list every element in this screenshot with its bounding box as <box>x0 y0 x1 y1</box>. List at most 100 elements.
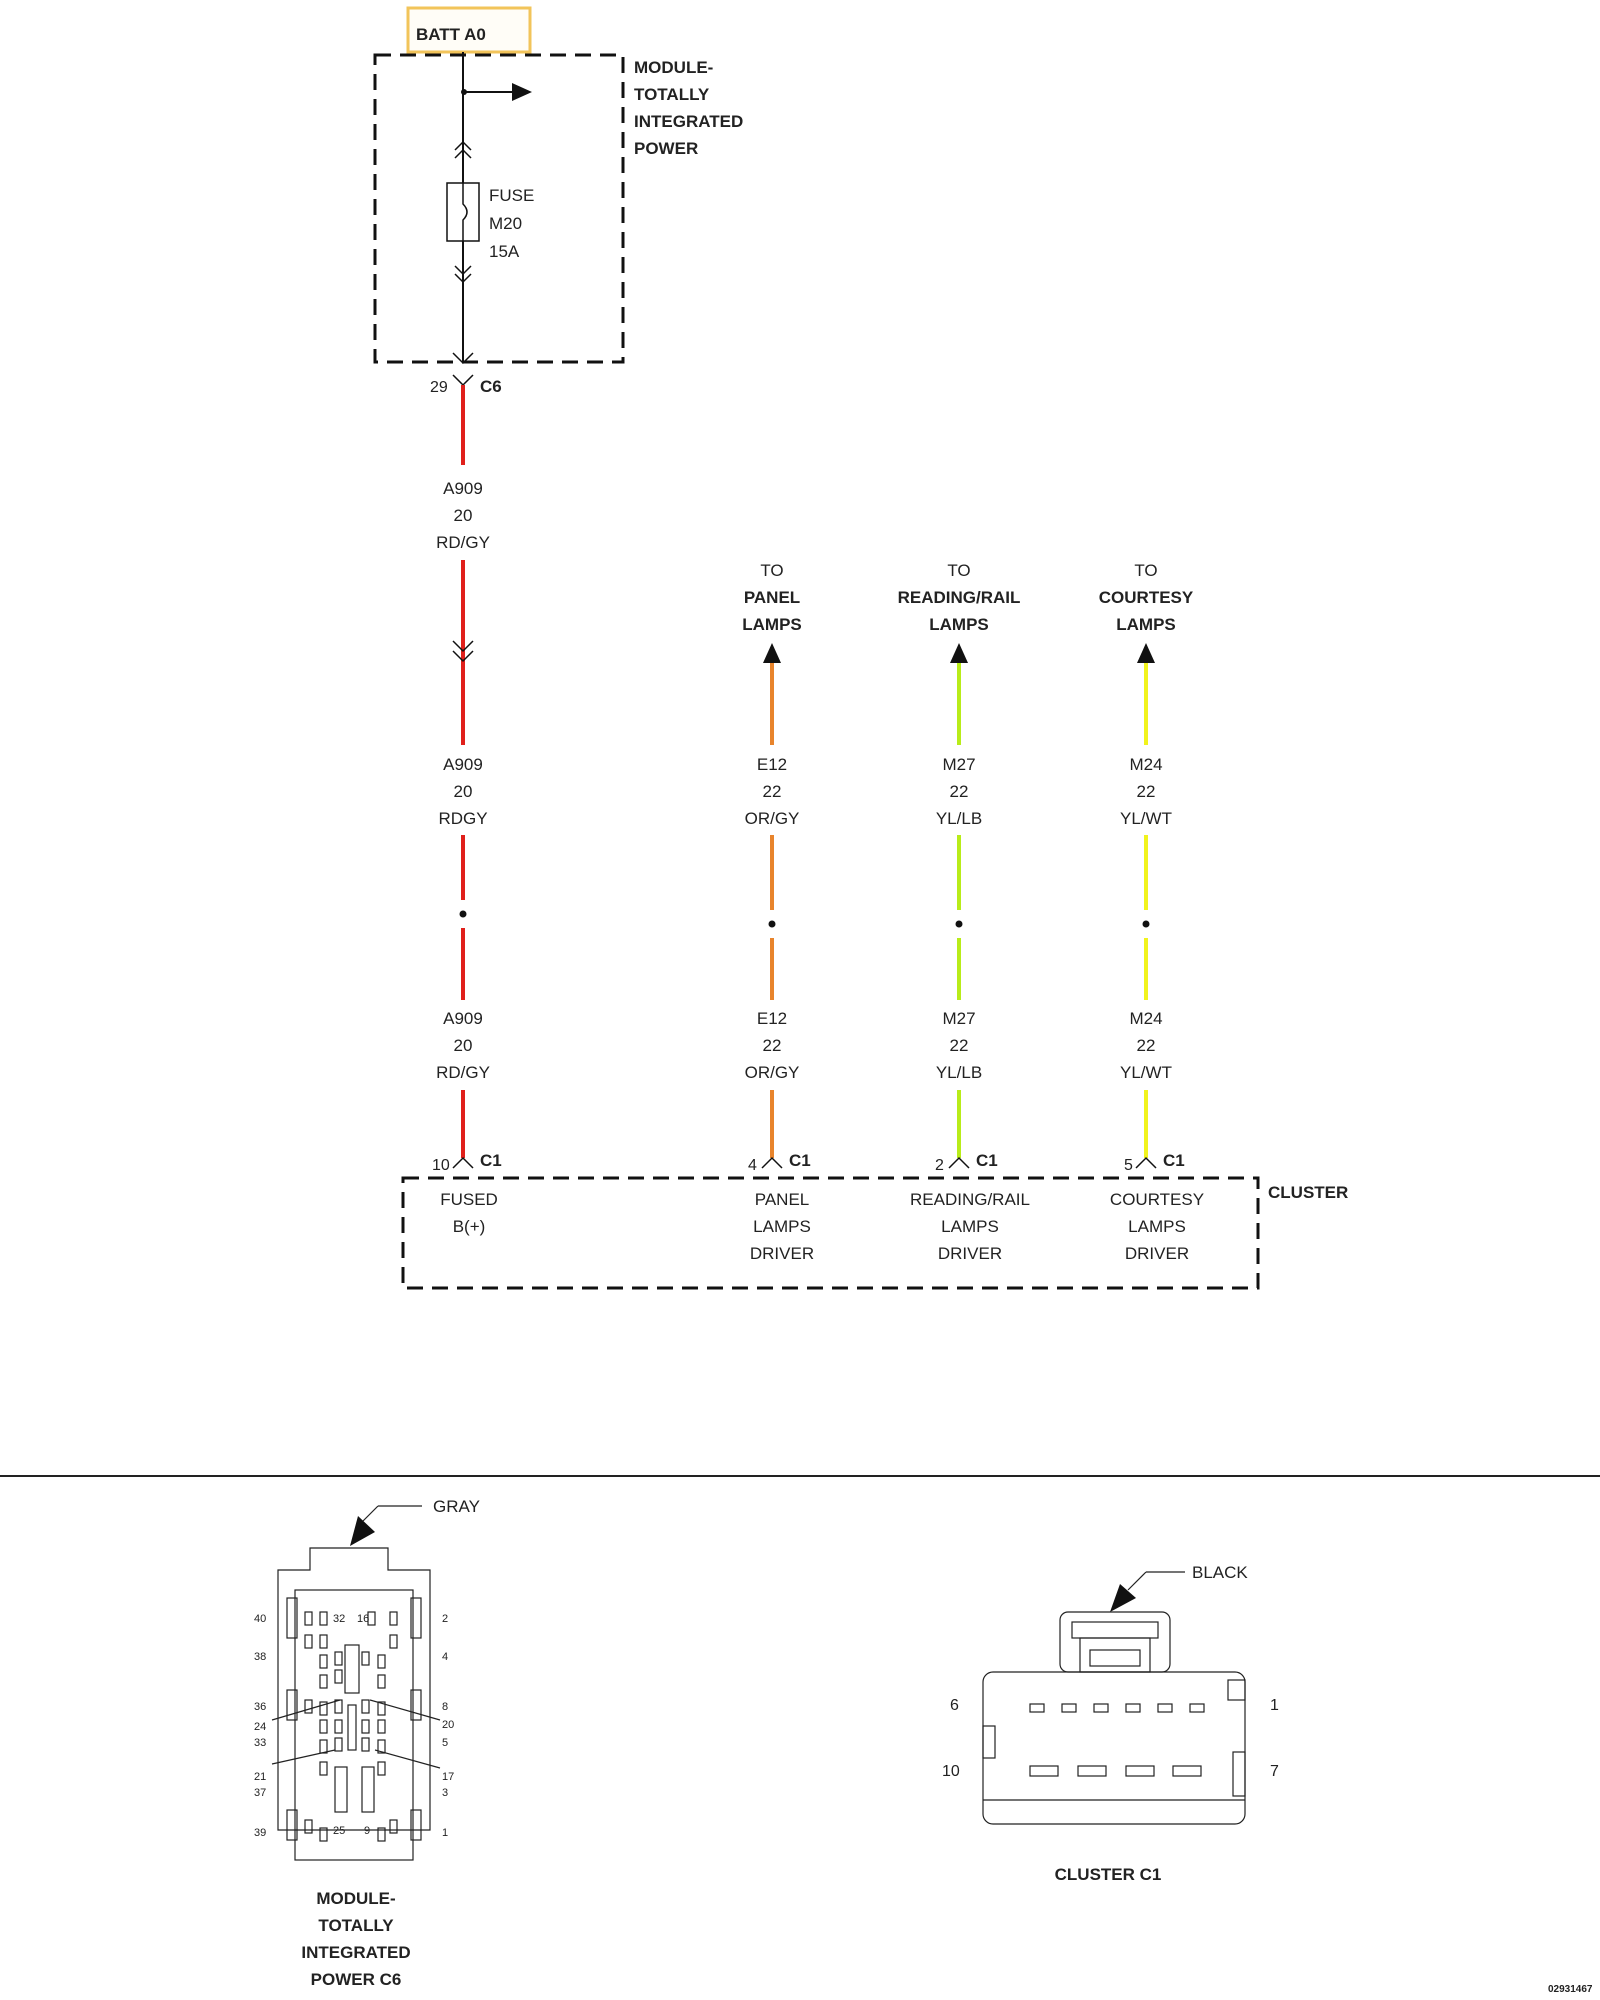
circuit-a909[interactable]: A909 20 RD/GY A909 20 RDGY A909 20 RD/GY… <box>432 385 502 1174</box>
c6-connector: 29 C6 <box>430 374 502 396</box>
svg-text:E12: E12 <box>757 1009 787 1028</box>
e12-label-2: E12 22 OR/GY <box>745 1009 800 1082</box>
e12-up-arrow-icon <box>763 643 781 663</box>
m24-connector: C1 <box>1163 1151 1185 1170</box>
svg-text:7: 7 <box>1270 1763 1279 1780</box>
e12-label-1: E12 22 OR/GY <box>745 755 800 828</box>
c6-name: C6 <box>480 377 502 396</box>
m24-label-1: M24 22 YL/WT <box>1120 755 1172 828</box>
c6-view-title: MODULE- TOTALLY INTEGRATED POWER C6 <box>301 1889 410 1989</box>
fuse-element-icon <box>462 183 468 241</box>
svg-text:TO: TO <box>947 561 970 580</box>
c1-connector-view[interactable]: BLACK 6 1 10 7 CLUSTER C1 <box>942 1563 1279 1884</box>
e12-connector: C1 <box>789 1151 811 1170</box>
e12-destination: TO PANEL LAMPS <box>742 561 802 634</box>
svg-text:37: 37 <box>254 1787 266 1799</box>
svg-text:A909: A909 <box>443 755 483 774</box>
svg-text:22: 22 <box>763 782 782 801</box>
svg-text:RDGY: RDGY <box>438 809 487 828</box>
svg-text:22: 22 <box>763 1036 782 1055</box>
svg-text:YL/LB: YL/LB <box>936 809 982 828</box>
c6-color-label: GRAY <box>433 1497 480 1516</box>
svg-text:FUSE: FUSE <box>489 186 534 205</box>
svg-text:20: 20 <box>454 506 473 525</box>
svg-text:M27: M27 <box>942 1009 975 1028</box>
svg-text:M27: M27 <box>942 755 975 774</box>
svg-text:YL/WT: YL/WT <box>1120 1063 1172 1082</box>
tipm-boundary <box>373 53 625 364</box>
e12-splice-dot <box>768 920 776 928</box>
svg-text:OR/GY: OR/GY <box>745 809 800 828</box>
tipm-label: MODULE- TOTALLY INTEGRATED POWER <box>634 58 743 158</box>
cluster-label: CLUSTER <box>1268 1183 1348 1202</box>
svg-text:TO: TO <box>760 561 783 580</box>
m27-connector: C1 <box>976 1151 998 1170</box>
svg-text:OR/GY: OR/GY <box>745 1063 800 1082</box>
svg-text:8: 8 <box>442 1701 448 1713</box>
svg-text:20: 20 <box>454 1036 473 1055</box>
svg-text:M24: M24 <box>1129 755 1162 774</box>
svg-text:21: 21 <box>254 1771 266 1783</box>
svg-text:20: 20 <box>454 782 473 801</box>
c6-pointer-arrow-icon <box>350 1516 375 1546</box>
m27-label-2: M27 22 YL/LB <box>936 1009 982 1082</box>
svg-text:TO: TO <box>1134 561 1157 580</box>
svg-text:A909: A909 <box>443 479 483 498</box>
c6-pins-inner: 32 16 25 9 <box>333 1613 370 1837</box>
c6-connector-view[interactable]: GRAY <box>254 1497 480 1989</box>
cluster-fn-reading: READING/RAIL LAMPS DRIVER <box>910 1190 1030 1263</box>
c1-pin-labels: 6 1 10 7 <box>942 1697 1279 1780</box>
svg-text:MODULE-: MODULE- <box>316 1889 395 1908</box>
cluster-fn-panel: PANEL LAMPS DRIVER <box>750 1190 814 1263</box>
m27-label-1: M27 22 YL/LB <box>936 755 982 828</box>
svg-text:LAMPS: LAMPS <box>753 1217 811 1236</box>
m24-pin: 5 <box>1124 1157 1133 1174</box>
cluster-fn-courtesy: COURTESY LAMPS DRIVER <box>1110 1190 1204 1263</box>
svg-text:DRIVER: DRIVER <box>750 1244 814 1263</box>
cluster-boundary <box>401 1176 1260 1290</box>
batt-label: BATT A0 <box>416 25 486 44</box>
svg-text:B(+): B(+) <box>453 1217 486 1236</box>
m27-destination: TO READING/RAIL LAMPS <box>898 561 1021 634</box>
svg-text:A909: A909 <box>443 1009 483 1028</box>
svg-text:22: 22 <box>1137 1036 1156 1055</box>
svg-text:FUSED: FUSED <box>440 1190 498 1209</box>
a909-label-2: A909 20 RDGY <box>438 755 487 828</box>
svg-text:RD/GY: RD/GY <box>436 1063 490 1082</box>
c6-pins-left: 40 38 36 24 33 21 37 39 <box>254 1613 266 1839</box>
e12-pin: 4 <box>748 1157 757 1174</box>
svg-text:PANEL: PANEL <box>755 1190 810 1209</box>
c6-pin: 29 <box>430 379 448 396</box>
svg-text:4: 4 <box>442 1651 448 1663</box>
svg-text:24: 24 <box>254 1721 266 1733</box>
c1-pointer-arrow-icon <box>1110 1584 1136 1612</box>
svg-text:16: 16 <box>357 1613 369 1625</box>
a909-label-3: A909 20 RD/GY <box>436 1009 490 1082</box>
m24-label-2: M24 22 YL/WT <box>1120 1009 1172 1082</box>
svg-text:5: 5 <box>442 1737 448 1749</box>
c6-pins-right: 2 4 8 20 5 17 3 1 <box>442 1613 454 1839</box>
svg-text:38: 38 <box>254 1651 266 1663</box>
a909-label-1: A909 20 RD/GY <box>436 479 490 552</box>
svg-text:LAMPS: LAMPS <box>929 615 989 634</box>
svg-text:COURTESY: COURTESY <box>1099 588 1194 607</box>
circuit-m24[interactable]: TO COURTESY LAMPS M24 22 YL/WT M24 22 YL… <box>1099 561 1194 1174</box>
cluster-fn-fused: FUSED B(+) <box>440 1190 498 1236</box>
svg-text:READING/RAIL: READING/RAIL <box>910 1190 1030 1209</box>
svg-text:1: 1 <box>442 1827 448 1839</box>
m24-splice-dot <box>1142 920 1150 928</box>
svg-text:20: 20 <box>442 1719 454 1731</box>
circuit-e12[interactable]: TO PANEL LAMPS E12 22 OR/GY E12 22 OR/GY… <box>742 561 810 1174</box>
c1-view-title: CLUSTER C1 <box>1055 1865 1162 1884</box>
svg-text:RD/GY: RD/GY <box>436 533 490 552</box>
branch-arrow-icon <box>512 83 532 101</box>
svg-text:POWER: POWER <box>634 139 698 158</box>
batt-label-highlight[interactable] <box>406 6 532 54</box>
svg-text:22: 22 <box>950 1036 969 1055</box>
svg-text:YL/WT: YL/WT <box>1120 809 1172 828</box>
svg-text:3: 3 <box>442 1787 448 1799</box>
svg-text:M24: M24 <box>1129 1009 1162 1028</box>
circuit-m27[interactable]: TO READING/RAIL LAMPS M27 22 YL/LB M27 2… <box>898 561 1021 1174</box>
m27-splice-dot <box>955 920 963 928</box>
svg-text:6: 6 <box>950 1697 959 1714</box>
